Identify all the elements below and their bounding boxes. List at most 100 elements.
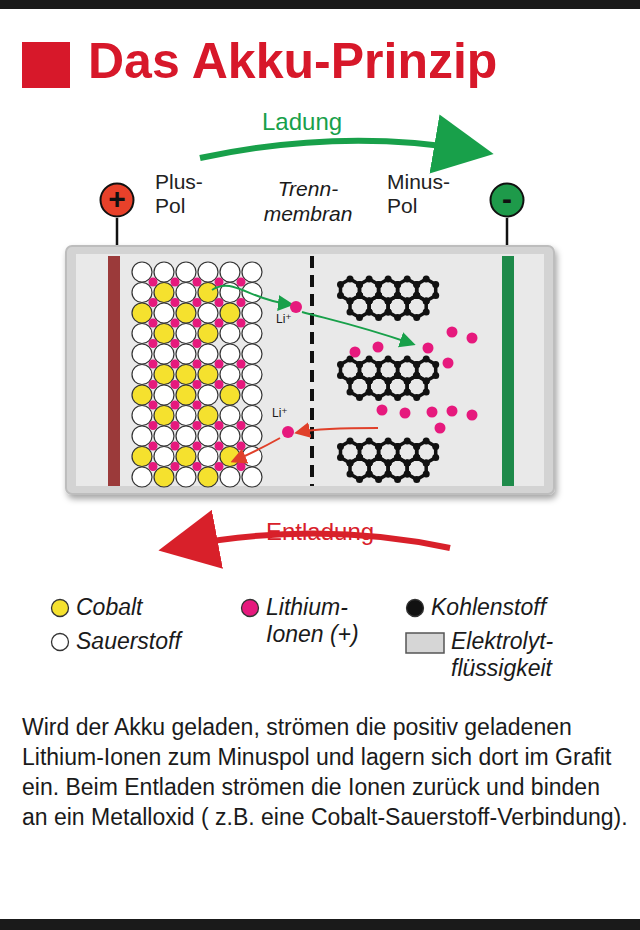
cobalt-atom (154, 283, 174, 303)
carbon-atom (366, 389, 373, 396)
oxygen-atom (220, 324, 240, 344)
cobalt-atom (220, 303, 240, 323)
legend-item: Elektrolyt- flüssigkeit (405, 628, 605, 682)
carbon-atom (413, 314, 420, 321)
carbon-atom (432, 361, 439, 368)
carbon-atom (385, 460, 392, 467)
carbon-atom (385, 460, 392, 467)
lithium-ion (149, 380, 158, 389)
legend-item: Lithium- Ionen (+) (240, 594, 390, 648)
ion-path (300, 428, 378, 432)
lithium-ion (215, 380, 224, 389)
carbon-atom (375, 454, 382, 461)
lithium-ion (237, 278, 246, 287)
lithium-ion (171, 360, 180, 369)
carbon-atom (375, 281, 382, 288)
anode-bar (502, 256, 514, 486)
carbon-atom (404, 378, 411, 385)
carbon-atom (356, 281, 363, 288)
lithium-ion (149, 339, 158, 348)
ion-path (302, 312, 410, 343)
carbon-atom (366, 298, 373, 305)
lithium-ion (447, 327, 458, 338)
oxygen-atom (242, 406, 262, 426)
oxygen-atom (154, 426, 174, 446)
cobalt-atom (132, 303, 152, 323)
ion-path (212, 286, 288, 304)
cobalt-atom (176, 385, 196, 405)
carbon-atom (347, 298, 354, 305)
carbon-atom (385, 378, 392, 385)
carbon-atom (356, 476, 363, 483)
carbon-atom (413, 394, 420, 401)
cobalt-atom (132, 447, 152, 467)
carbon-atom (413, 443, 420, 450)
carbon-atom (366, 309, 373, 316)
lithium-ion (215, 462, 224, 471)
cobalt-atom (154, 467, 174, 487)
ion-label: Li⁺ (276, 312, 292, 326)
carbon-atom (347, 460, 354, 467)
carbon-atom (356, 314, 363, 321)
carbon-atom (404, 378, 411, 385)
carbon-atom (375, 372, 382, 379)
lithium-ion (193, 421, 202, 430)
carbon-atom (432, 292, 439, 299)
cobalt-atom (132, 385, 152, 405)
carbon-atom (423, 378, 430, 385)
carbon-atom (356, 281, 363, 288)
lithium-ion (467, 410, 478, 421)
oxygen-atom (154, 262, 174, 282)
oxygen-atom (154, 303, 174, 323)
carbon-atom (366, 460, 373, 467)
carbon-atom (366, 471, 373, 478)
lithium-ion (149, 421, 158, 430)
carbon-atom (404, 298, 411, 305)
carbon-atom (404, 356, 411, 363)
legend-text: Elektrolyt- flüssigkeit (451, 628, 605, 682)
lithium-ion (149, 298, 158, 307)
carbon-atom (366, 298, 373, 305)
oxygen-atom (242, 324, 262, 344)
lithium-ion (215, 319, 224, 328)
legend-swatch (240, 598, 260, 618)
carbon-atom (375, 443, 382, 450)
carbon-atom (366, 298, 373, 305)
carbon-atom (366, 438, 373, 445)
carbon-atom (337, 292, 344, 299)
lithium-ion (373, 342, 384, 353)
carbon-atom (347, 378, 354, 385)
carbon-atom (404, 438, 411, 445)
oxygen-atom (242, 344, 262, 364)
oxygen-atom (242, 385, 262, 405)
carbon-atom (356, 292, 363, 299)
lithium-ion (149, 278, 158, 287)
oxygen-atom (220, 262, 240, 282)
pole-name: Plus- Pol (155, 170, 233, 218)
carbon-atom (356, 292, 363, 299)
carbon-atom (413, 372, 420, 379)
legend-swatch (50, 598, 70, 618)
lithium-ion (215, 421, 224, 430)
oxygen-atom (220, 406, 240, 426)
lithium-ion (377, 405, 388, 416)
legend-text: Cobalt (76, 594, 200, 621)
cobalt-oxide-lattice (132, 262, 262, 487)
oxygen-atom (198, 262, 218, 282)
carbon-atom (404, 378, 411, 385)
carbon-atom (404, 309, 411, 316)
carbon-atom (366, 460, 373, 467)
carbon-atom (423, 309, 430, 316)
carbon-atom (385, 356, 392, 363)
carbon-atom (356, 454, 363, 461)
carbon-atom (423, 471, 430, 478)
lithium-ion (215, 298, 224, 307)
carbon-atom (385, 378, 392, 385)
cathode-bar (108, 256, 120, 486)
carbon-atom (423, 438, 430, 445)
lithium-ion (193, 298, 202, 307)
swatch-shape (52, 634, 69, 651)
lithium-ion (467, 333, 478, 344)
cobalt-atom (198, 467, 218, 487)
carbon-atom (423, 460, 430, 467)
